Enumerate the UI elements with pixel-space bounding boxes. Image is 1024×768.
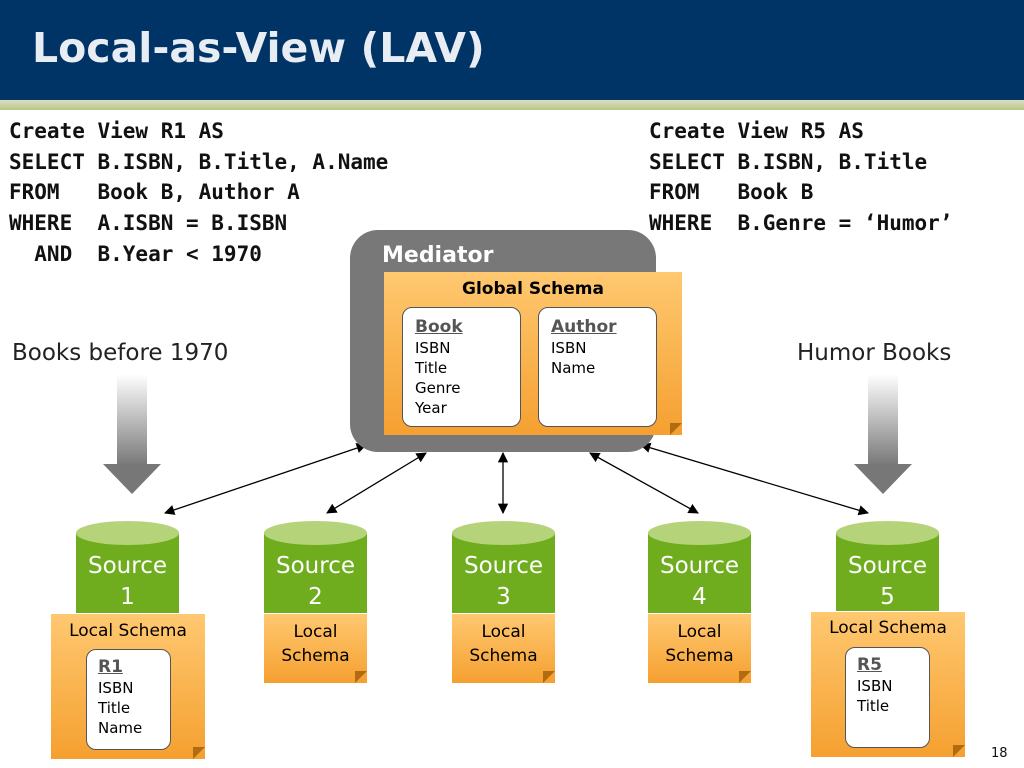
link-source-5 <box>640 442 869 516</box>
local-schema-box-2 <box>264 614 367 683</box>
link-source-1 <box>164 443 367 515</box>
local-schema-label-3: Local Schema <box>469 622 538 666</box>
source-cylinder-1 <box>76 533 179 613</box>
relation-attribute: Title <box>857 697 890 715</box>
source-cylinder-2 <box>264 533 367 613</box>
relation-attribute: Year <box>415 399 447 417</box>
relation-attribute: Title <box>98 699 131 717</box>
relation-author: Author ISBN Name <box>538 307 657 427</box>
caption-books-before-1970: Books before 1970 <box>12 340 229 366</box>
source-cylinder-4 <box>648 533 751 613</box>
mediator-label: Mediator <box>382 243 494 268</box>
sql-view-r5: Create View R5 AS SELECT B.ISBN, B.Title… <box>649 119 953 236</box>
local-schema-label-2: Local Schema <box>281 622 350 666</box>
relation-attribute: ISBN <box>551 339 587 357</box>
global-schema-fold <box>670 423 682 435</box>
slide-title: Local-as-View (LAV) <box>32 24 485 72</box>
title-bar <box>0 0 1024 100</box>
local-schema-label-4: Local Schema <box>665 622 734 666</box>
relation-attribute: Title <box>415 359 448 377</box>
relation-name: R5 <box>857 655 882 675</box>
source-cylinder-top-1 <box>76 521 179 545</box>
sql-view-r1: Create View R1 AS SELECT B.ISBN, B.Title… <box>9 119 389 266</box>
local-schema-fold-2 <box>355 671 367 683</box>
source-cylinder-top-4 <box>648 521 751 545</box>
source-label-2: Source 2 <box>276 553 355 610</box>
local-schema-fold-1 <box>193 747 205 759</box>
relation-attribute: Name <box>551 359 596 377</box>
source-label-1: Source 1 <box>88 553 167 610</box>
link-source-2 <box>326 452 427 514</box>
source-cylinder-3 <box>452 533 555 613</box>
local-schema-box-3 <box>452 614 555 683</box>
slide-number: 18 <box>991 746 1008 761</box>
relation-r1: R1 ISBN Title Name <box>86 649 171 750</box>
source-cylinder-top-5 <box>836 521 939 545</box>
local-schema-box-4 <box>648 614 751 683</box>
relation-attribute: Genre <box>415 379 461 397</box>
relation-attribute: ISBN <box>98 679 134 697</box>
source-cylinder-5 <box>836 533 939 611</box>
link-source-4 <box>589 452 699 514</box>
local-schema-fold-3 <box>543 671 555 683</box>
local-schema-fold-4 <box>739 671 751 683</box>
down-arrow-right <box>854 374 912 494</box>
local-schema-label-5: Local Schema <box>829 618 947 638</box>
local-schema-fold-5 <box>953 745 965 757</box>
relation-name: Author <box>551 317 617 337</box>
source-label-4: Source 4 <box>660 553 739 610</box>
source-cylinder-top-3 <box>452 521 555 545</box>
relation-attribute: Name <box>98 719 143 737</box>
relation-book: Book ISBN Title Genre Year <box>402 307 521 427</box>
relation-attribute: ISBN <box>415 339 451 357</box>
relation-attribute: ISBN <box>857 677 893 695</box>
source-cylinder-top-2 <box>264 521 367 545</box>
title-stripe <box>0 100 1024 110</box>
relation-name: Book <box>415 317 463 337</box>
relation-name: R1 <box>98 657 123 677</box>
relation-r5: R5 ISBN Title <box>845 647 930 748</box>
caption-humor-books: Humor Books <box>797 340 952 366</box>
down-arrow-left <box>103 374 161 494</box>
global-schema-label: Global Schema <box>462 279 604 299</box>
source-label-3: Source 3 <box>464 553 543 610</box>
source-label-5: Source 5 <box>848 553 927 610</box>
local-schema-label-1: Local Schema <box>69 621 187 641</box>
